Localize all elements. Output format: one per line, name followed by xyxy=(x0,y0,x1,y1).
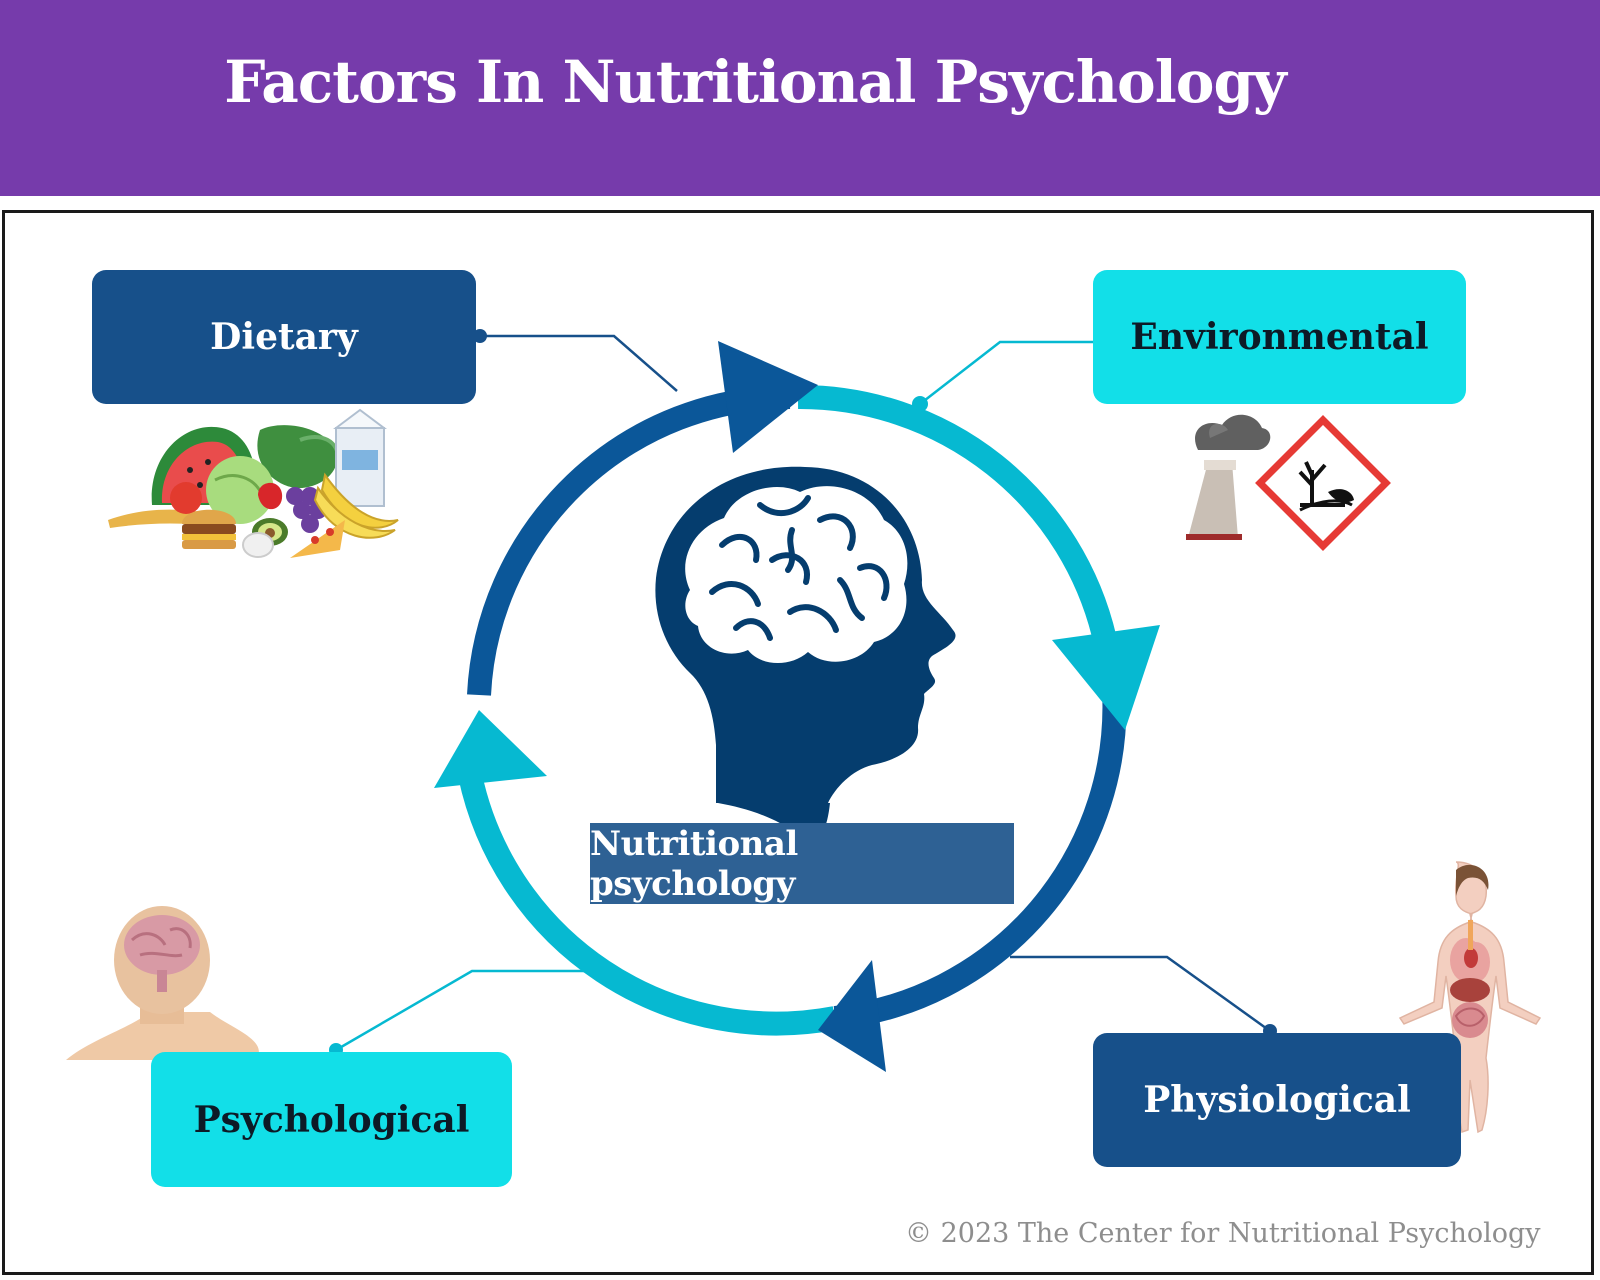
factory-pollution-hazard-icon xyxy=(1186,414,1391,551)
connector-environmental xyxy=(919,340,1093,405)
connector-lines xyxy=(329,329,1277,1057)
arrowhead-bottom xyxy=(818,960,886,1072)
factor-label-environmental: Environmental xyxy=(1130,316,1429,358)
head-brain-icon xyxy=(655,466,956,840)
cycle-arc-bottom-left xyxy=(458,772,838,1036)
cycle-arrows xyxy=(458,384,1127,1036)
factor-box-physiological: Physiological xyxy=(1093,1033,1461,1167)
page-title: Factors In Nutritional Psychology xyxy=(224,48,1286,116)
arrowhead-left xyxy=(434,710,547,788)
arrowhead-top xyxy=(718,341,818,453)
arrowhead-right xyxy=(1052,625,1160,730)
head-brain-anatomy-icon xyxy=(66,906,259,1060)
factor-label-psychological: Psychological xyxy=(193,1098,470,1141)
cycle-arc-right xyxy=(833,689,1127,1030)
human-body-anatomy-icon xyxy=(1398,861,1542,1134)
copyright-notice: © 2023 The Center for Nutritional Psycho… xyxy=(905,1218,1541,1249)
connector-physiological xyxy=(1010,955,1271,1033)
factor-box-environmental: Environmental xyxy=(1093,270,1466,404)
connector-psychological xyxy=(335,969,607,1052)
cycle-arc-top-right xyxy=(797,384,1117,643)
connector-dot-dietary xyxy=(473,329,487,343)
factor-label-dietary: Dietary xyxy=(210,316,358,358)
cycle-arrowheads xyxy=(434,341,1160,1072)
factor-label-physiological: Physiological xyxy=(1143,1079,1411,1121)
cycle-arc-left xyxy=(467,385,791,696)
factor-box-dietary: Dietary xyxy=(92,270,476,404)
title-banner: Factors In Nutritional Psychology xyxy=(0,0,1600,196)
food-assortment-icon xyxy=(108,408,399,558)
connector-dietary xyxy=(480,334,678,392)
center-label: Nutritional psychology xyxy=(590,823,1014,904)
factor-box-psychological: Psychological xyxy=(151,1052,512,1187)
